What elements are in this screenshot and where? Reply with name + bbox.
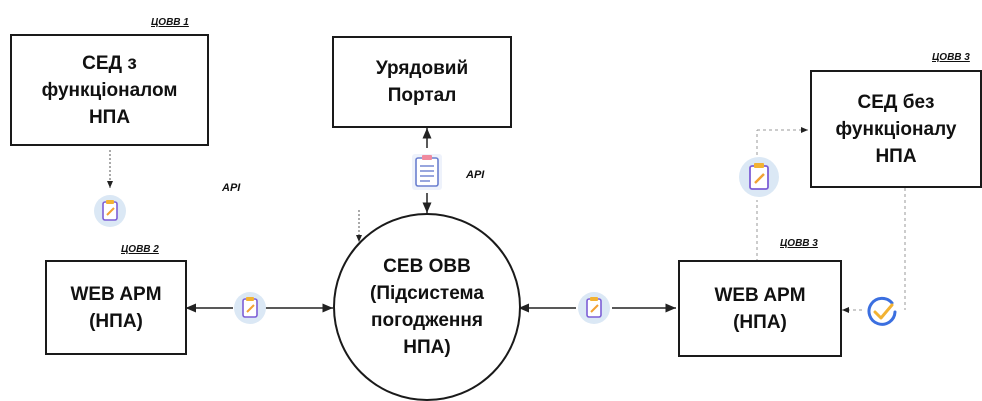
document-list-icon	[412, 154, 442, 190]
node-label: WEB APM (НПА)	[714, 284, 806, 333]
node-seb-ovv: СЕВ ОВВ (Підсистема погодження НПА)	[333, 213, 521, 401]
api-label-center: API	[466, 169, 485, 181]
node-web-arm-left: WEB APM (НПА)	[45, 260, 187, 355]
clipboard-icon	[94, 195, 126, 227]
tag-tsovv3-top: ЦОВВ 3	[932, 52, 970, 63]
node-label: WEB APM (НПА)	[70, 283, 162, 332]
node-gov-portal: Урядовий Портал	[332, 36, 512, 128]
clipboard-icon	[739, 157, 779, 197]
node-web-arm-right: WEB APM (НПА)	[678, 260, 842, 357]
node-label: СЕД без функціоналу НПА	[835, 91, 957, 167]
tag-tsovv2: ЦОВВ 2	[121, 244, 159, 255]
node-sed-with-npa: СЕД з функціоналом НПА	[10, 34, 209, 146]
tag-tsovv1: ЦОВВ 1	[151, 17, 189, 28]
node-label: Урядовий Портал	[375, 58, 469, 106]
api-label-left: API	[222, 182, 241, 194]
tag-tsovv3-mid: ЦОВВ 3	[780, 238, 818, 249]
node-label: СЕВ ОВВ (Підсистема погодження НПА)	[370, 256, 484, 358]
node-sed-without-npa: СЕД без функціоналу НПА	[810, 70, 982, 188]
node-label: СЕД з функціоналом НПА	[41, 52, 178, 128]
check-circle-icon	[867, 296, 897, 326]
clipboard-icon	[234, 292, 266, 324]
clipboard-icon	[578, 292, 610, 324]
